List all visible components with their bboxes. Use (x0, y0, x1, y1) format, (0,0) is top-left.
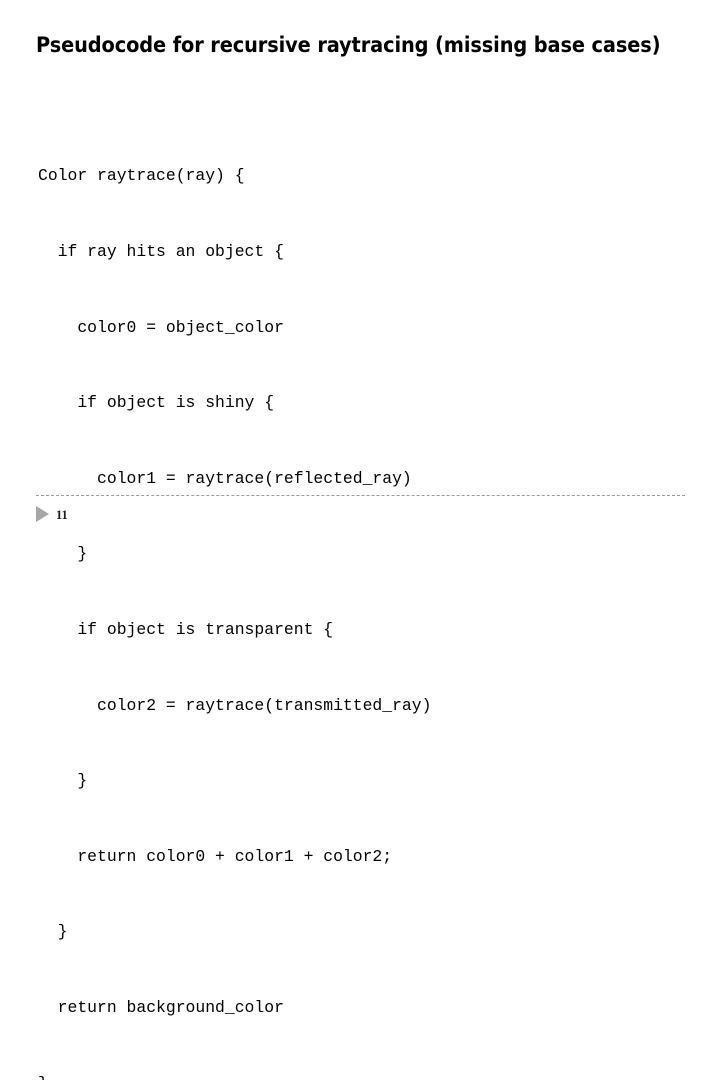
code-line: } (38, 1071, 658, 1080)
code-line: Color raytrace(ray) { (38, 166, 245, 186)
footer-divider (36, 495, 685, 496)
code-line: } (38, 544, 88, 564)
code-line: } (38, 771, 88, 791)
triangle-right-icon (36, 506, 49, 522)
pseudocode-block: Color raytrace(ray) { if ray hits an obj… (38, 113, 658, 1080)
code-line: } (38, 922, 68, 942)
code-line: if object is transparent { (38, 619, 334, 639)
code-line: color0 = object_color (38, 317, 284, 337)
code-line: if ray hits an object { (38, 242, 284, 261)
page-number: 11 (56, 507, 68, 522)
page-title: Pseudocode for recursive raytracing (mis… (36, 33, 661, 58)
code-line: color2 = raytrace(transmitted_ray) (38, 695, 432, 715)
code-line: return background_color (38, 997, 284, 1017)
footer: 11 (36, 503, 68, 525)
code-line: return color0 + color1 + color2; (38, 846, 393, 866)
code-line: if object is shiny { (38, 393, 275, 413)
code-line: color1 = raytrace(reflected_ray) (38, 468, 412, 488)
slide-canvas: Pseudocode for recursive raytracing (mis… (36, 33, 685, 1080)
